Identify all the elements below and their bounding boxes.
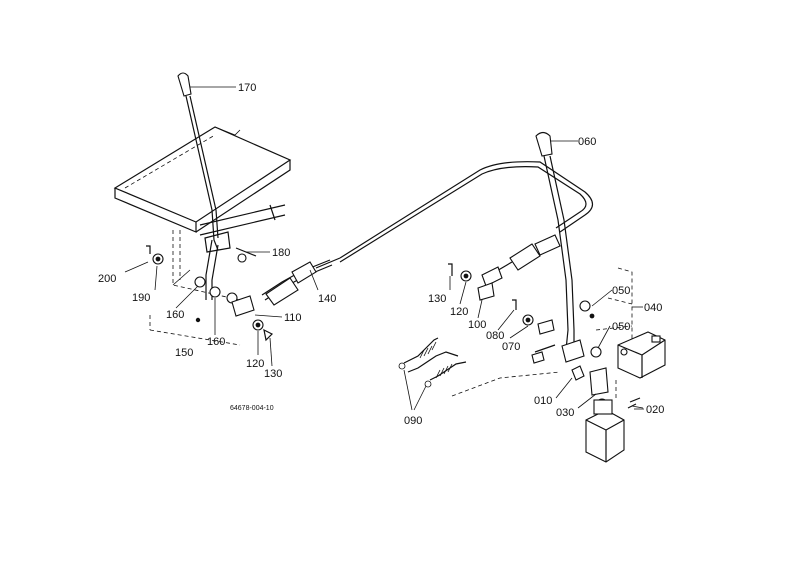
label-120b: 120 — [450, 306, 468, 318]
right-linkage-parts — [448, 263, 641, 410]
left-floor-plate — [113, 126, 292, 301]
control-valve — [585, 331, 666, 463]
label-150: 150 — [175, 347, 193, 359]
part-labels: 170 060 180 200 190 160 160 110 150 120 … — [98, 82, 664, 427]
label-060: 060 — [578, 136, 596, 148]
label-030: 030 — [556, 407, 574, 419]
label-010: 010 — [534, 395, 552, 407]
control-cable — [261, 161, 594, 306]
label-050b: 050 — [612, 321, 630, 333]
label-170: 170 — [238, 82, 256, 94]
right-shift-lever — [535, 131, 578, 352]
right-bracket-lines — [451, 267, 633, 398]
label-180: 180 — [272, 247, 290, 259]
label-160b: 160 — [207, 336, 225, 348]
label-090: 090 — [404, 415, 422, 427]
label-100: 100 — [468, 319, 486, 331]
label-ticks — [632, 306, 644, 410]
label-140: 140 — [318, 293, 336, 305]
label-190: 190 — [132, 292, 150, 304]
label-200: 200 — [98, 273, 116, 285]
leader-lines — [124, 251, 644, 411]
label-040: 040 — [644, 302, 662, 314]
label-130b: 130 — [428, 293, 446, 305]
label-110: 110 — [284, 312, 302, 324]
left-pivot-parts — [146, 231, 274, 346]
label-160a: 160 — [166, 309, 184, 321]
drawing-code: 64678-004-10 — [230, 405, 274, 412]
label-130a: 130 — [264, 368, 282, 380]
label-020: 020 — [646, 404, 664, 416]
label-120a: 120 — [246, 358, 264, 370]
label-080: 080 — [486, 330, 504, 342]
label-050a: 050 — [612, 285, 630, 297]
return-springs — [398, 337, 467, 388]
label-070: 070 — [502, 341, 520, 353]
left-shift-lever — [177, 72, 236, 300]
